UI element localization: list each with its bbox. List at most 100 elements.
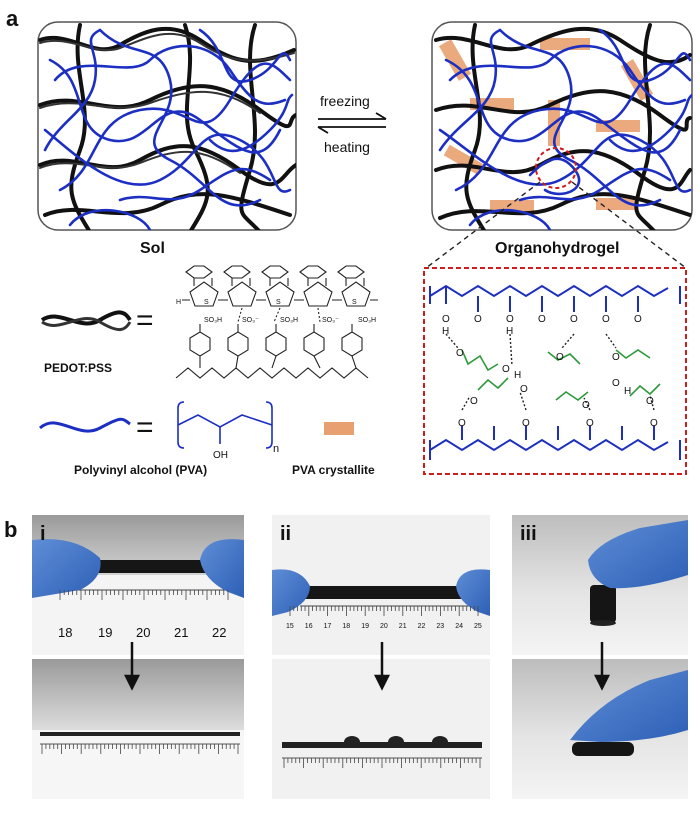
so3h-1: SO₃H — [204, 317, 222, 324]
legend-crystallite: PVA crystallite — [292, 422, 375, 477]
ruler-ii-number: 21 — [399, 623, 407, 630]
sol-network-box — [37, 21, 297, 231]
glove-left-i — [32, 539, 101, 598]
legend-pva-label: Polyvinyl alcohol (PVA) — [74, 463, 207, 477]
ruler-ii-number: 23 — [436, 623, 444, 630]
so3minus-1: SO₃⁻ — [242, 317, 259, 324]
sol-pedot-twist — [39, 32, 295, 174]
ring-backbone-links — [199, 355, 357, 369]
organohydrogel-network-box — [431, 21, 693, 231]
ruler-ii-number: 18 — [342, 623, 350, 630]
glycol-o-4: O — [470, 396, 478, 407]
pva-n: n — [273, 443, 279, 455]
pss-benzene-rings — [189, 324, 363, 357]
sol-pva-chains — [43, 28, 294, 230]
legend-pedot: = PEDOT:PSS — [40, 304, 154, 375]
pva-repeat-unit — [177, 401, 273, 449]
ruler-ii-number: 20 — [380, 623, 388, 630]
legend-pedot-equals: = — [136, 304, 154, 337]
sub-label-ii: ii — [280, 523, 291, 545]
finger-before — [588, 520, 688, 589]
inset-o-3: O — [506, 314, 514, 325]
photo-iii-before — [512, 515, 688, 655]
freezing-label: freezing — [320, 93, 370, 109]
water-o-3: O — [612, 378, 620, 389]
equilibrium-arrows: freezing heating — [317, 93, 387, 155]
glycol-o-1: O — [456, 348, 464, 359]
organohydrogel-rod-ii-knotted — [282, 742, 482, 748]
inset-h-1: H — [442, 326, 449, 337]
ionic-dots — [237, 307, 321, 323]
inset-o-1: O — [442, 314, 450, 325]
organohydrogel-rod-i-recovered — [40, 732, 240, 736]
glycol-o-5: O — [582, 400, 590, 411]
legend-pedot-label: PEDOT:PSS — [44, 361, 112, 375]
legend-pva-equals: = — [136, 411, 154, 444]
organohydrogel-label: Organohydrogel — [495, 240, 619, 257]
organohydrogel-rod-ii — [300, 586, 470, 599]
inset-o-b1: O — [458, 418, 466, 429]
inset-glycol — [461, 349, 661, 401]
glycol-o-6: O — [646, 396, 654, 407]
inset-atom-labels: O H O O H O O O O O H O O H O O O O O O … — [442, 314, 658, 429]
pva-oh: OH — [213, 450, 228, 461]
zoom-connectors — [425, 181, 687, 269]
pedot-pss-structure-labels: H S S S SO₃H SO₃⁻ SO₃H SO₃⁻ SO₃H — [176, 299, 376, 324]
edot-rings — [182, 265, 378, 307]
inset-top-pva — [429, 284, 681, 312]
organo-pedot-chains — [434, 23, 692, 230]
pedot-pss-structure — [175, 265, 378, 379]
knot-2 — [388, 736, 404, 748]
panel-b-letter: b — [4, 517, 17, 542]
organohydrogel-cylinder-before — [590, 585, 616, 623]
pedot-s-3: S — [276, 299, 281, 306]
glove-left-ii — [272, 569, 310, 616]
inset-o-4: O — [538, 314, 546, 325]
pedot-h-left: H — [176, 299, 181, 306]
ruler-ii-number: 16 — [305, 623, 313, 630]
inset-hbonds — [445, 333, 655, 411]
photo-ii-before — [272, 515, 490, 655]
panel-a-letter: a — [6, 6, 19, 31]
pedot-s-1: S — [204, 299, 209, 306]
heating-label: heating — [324, 139, 370, 155]
photo-iii-after — [512, 659, 688, 799]
glycol-o-3: O — [612, 352, 620, 363]
glycol-o-2: O — [556, 352, 564, 363]
ruler-i-20: 20 — [136, 625, 150, 640]
inset-o-b4: O — [650, 418, 658, 429]
inset-o-2: O — [474, 314, 482, 325]
zoom-circle — [535, 147, 577, 189]
sub-label-iii: iii — [520, 523, 537, 545]
glove-right-i — [200, 539, 244, 598]
hydrogen-bond-inset — [423, 267, 687, 475]
ruler-i-19: 19 — [98, 625, 112, 640]
water-h-3: H — [624, 386, 631, 397]
legend-crystallite-label: PVA crystallite — [292, 463, 375, 477]
legend-pva: = OH n Polyvinyl alcohol (PVA) — [39, 401, 279, 477]
ruler-ii-number: 24 — [455, 623, 463, 630]
ruler-i-18: 18 — [58, 625, 72, 640]
knot-3 — [432, 736, 448, 748]
sub-label-i: i — [40, 523, 46, 545]
down-arrows — [123, 642, 611, 691]
ruler-i-22: 22 — [212, 625, 226, 640]
so3minus-2: SO₃⁻ — [322, 317, 339, 324]
inset-o-b2: O — [522, 418, 530, 429]
photo-i-after — [32, 659, 244, 799]
knot-1 — [344, 736, 360, 748]
inset-h-3: H — [506, 326, 513, 337]
so3h-3: SO₃H — [358, 317, 376, 324]
ruler-ii-number: 19 — [361, 623, 369, 630]
ruler-ii-number: 17 — [324, 623, 332, 630]
crystallite-swatch — [324, 422, 354, 435]
inset-o-7: O — [634, 314, 642, 325]
inset-bottom-pva — [429, 426, 681, 460]
ruler-i-21: 21 — [174, 625, 188, 640]
pedot-s-5: S — [352, 299, 357, 306]
finger-after — [570, 670, 688, 742]
ruler-i-numbers: 18 19 20 21 22 — [58, 625, 226, 640]
ruler-ii-number: 25 — [474, 623, 482, 630]
ruler-ii-number: 15 — [286, 623, 294, 630]
